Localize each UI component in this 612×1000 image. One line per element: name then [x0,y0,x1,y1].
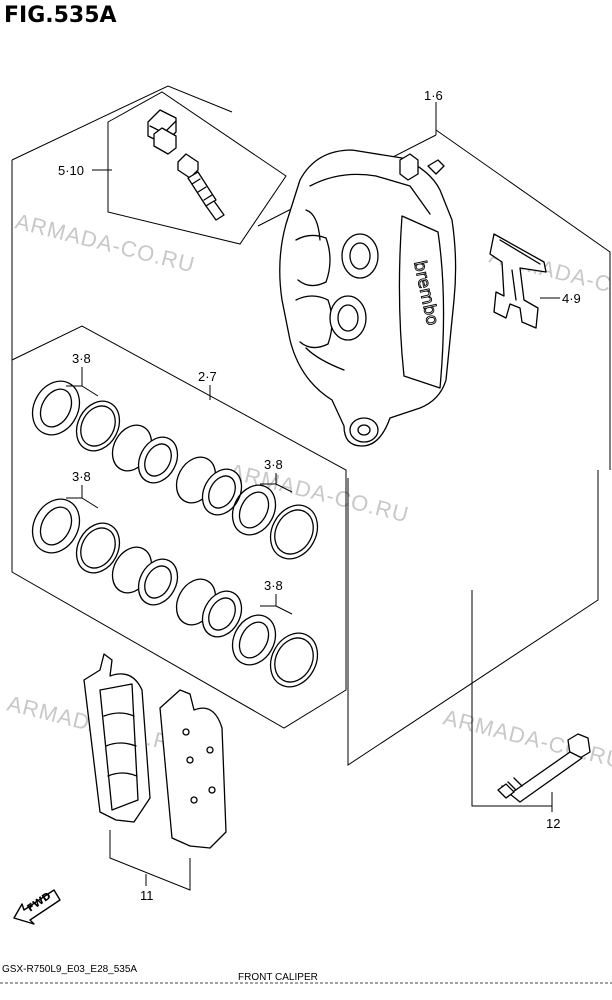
bleeder-valve-icon [177,153,225,221]
callout-pad-set: 11 [140,888,154,903]
callout-piston-set: 2·7 [198,369,217,384]
piston-icon [175,578,243,638]
dust-seal-icon [75,400,121,452]
dust-seal-icon [269,504,319,560]
piston-seal-icon [31,498,81,554]
leader-seal-d [260,594,277,607]
figure-caption: FRONT CALIPER [238,972,318,983]
pad-spring-icon [489,233,547,329]
bleeder-box [107,91,287,245]
piston-seal-icon [231,614,277,666]
bleeder-cap-icon [147,109,177,155]
watermark: ARMADA-CO.RU [13,209,198,278]
piston-box-bottom [11,360,347,729]
callout-seal-d: 3·8 [264,578,283,593]
mounting-bolt-icon [497,733,591,803]
model-code: GSX-R750L9_E03_E28_535A [2,964,137,975]
callout-mounting-bolt: 12 [546,816,560,831]
leader-seal-c [66,485,83,499]
piston-box-outline [11,325,347,480]
brake-pad-icon [83,653,151,823]
leader-seal-a2 [81,385,99,397]
caliper-assembly-outline [435,129,611,470]
leader-seal-d2 [275,605,293,615]
caliper-assembly-outline-bottom [347,470,599,766]
piston-seal-icon [31,380,81,436]
callout-pad-spring: 4·9 [562,291,581,306]
callout-seal-c: 3·8 [72,469,91,484]
leader-bolt [471,590,552,807]
leader-pads [109,830,191,891]
leader-seal-c2 [81,497,99,509]
callout-seal-b: 3·8 [264,457,283,472]
figure-title: FIG.535A [4,3,117,28]
caliper-assembly-outline-left [11,85,233,161]
caliper-body-icon: brembo [279,149,457,447]
piston-icon [111,546,179,606]
piston-seal-icon [231,484,277,536]
dust-seal-icon [269,632,319,688]
piston-icon [111,424,179,484]
piston-icon [175,456,243,516]
callout-seal-a: 3·8 [72,351,91,366]
callout-caliper-assy: 1·6 [424,88,443,103]
callout-bleeder-set: 5·10 [58,163,84,178]
dust-seal-icon [75,522,121,574]
forward-arrow-icon: FWD [13,889,61,925]
leader-seal-b2 [275,483,293,493]
brake-pad-icon [159,689,227,849]
